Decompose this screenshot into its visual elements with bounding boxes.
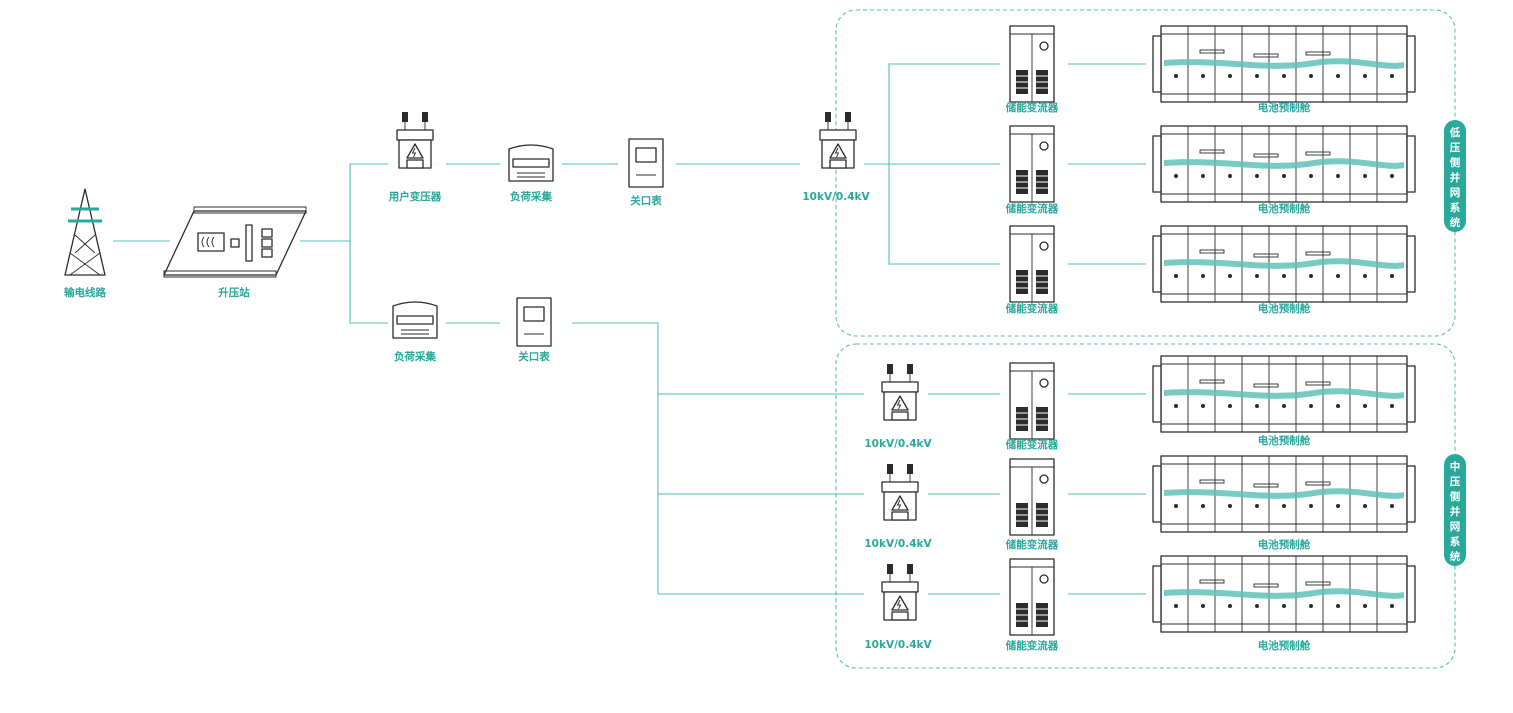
transformer-10kv-icon (819, 111, 857, 169)
pcs-icon (1009, 458, 1055, 536)
pcs-icon (1009, 558, 1055, 636)
power-line-tower-icon (64, 188, 106, 276)
low-voltage-group-border (835, 9, 1456, 337)
battery-cabin-label: 电池预制舱 (1258, 538, 1311, 551)
transformer-10kv-icon (881, 563, 919, 621)
battery-cabin-icon (1152, 455, 1416, 533)
medium-voltage-group-label: 中压侧并网系统 (1450, 460, 1461, 563)
battery-cabin-icon (1152, 225, 1416, 303)
pcs-label: 储能变流器 (1006, 101, 1059, 114)
gateway-meter-icon (516, 297, 552, 347)
transformer-10kv-icon (881, 463, 919, 521)
pcs-label: 储能变流器 (1006, 438, 1059, 451)
battery-cabin-label: 电池预制舱 (1258, 434, 1311, 447)
step-up-station-icon (163, 206, 307, 278)
battery-cabin-icon (1152, 555, 1416, 633)
battery-cabin-icon (1152, 125, 1416, 203)
gateway-meter-label: 关口表 (518, 350, 550, 363)
pcs-icon (1009, 225, 1055, 303)
user-transformer-label: 用户变压器 (388, 190, 442, 203)
battery-cabin-icon (1152, 355, 1416, 433)
load-collection-icon (392, 301, 438, 339)
transformer-10kv-label: 10kV/0.4kV (864, 538, 932, 550)
battery-cabin-label: 电池预制舱 (1258, 639, 1311, 652)
connection-lines (113, 63, 1146, 595)
pcs-icon (1009, 362, 1055, 440)
transformer-10kv-label: 10kV/0.4kV (864, 438, 932, 450)
pcs-label: 储能变流器 (1006, 639, 1059, 652)
pcs-label: 储能变流器 (1006, 302, 1059, 315)
power-line-label: 输电线路 (64, 286, 106, 299)
low-voltage-group-label: 低压侧并网系统 (1449, 126, 1461, 229)
pcs-label: 储能变流器 (1006, 538, 1059, 551)
battery-cabin-label: 电池预制舱 (1258, 101, 1311, 114)
low-voltage-group-tag (1444, 120, 1466, 232)
gateway-meter-icon (628, 138, 664, 188)
transformer-10kv-label: 10kV/0.4kV (864, 639, 932, 651)
gateway-meter-label: 关口表 (630, 194, 662, 207)
user-transformer-icon (396, 111, 434, 169)
battery-cabin-icon (1152, 25, 1416, 103)
step-up-station-label: 升压站 (218, 286, 250, 299)
load-collection-label: 负荷采集 (394, 350, 436, 363)
load-collection-label: 负荷采集 (510, 190, 552, 203)
battery-cabin-label: 电池预制舱 (1258, 202, 1311, 215)
battery-cabin-label: 电池预制舱 (1258, 302, 1311, 315)
transformer-10kv-label: 10kV/0.4kV (802, 191, 870, 203)
pcs-label: 储能变流器 (1006, 202, 1059, 215)
load-collection-icon (508, 144, 554, 182)
transformer-10kv-icon (881, 363, 919, 421)
pcs-icon (1009, 125, 1055, 203)
pcs-icon (1009, 25, 1055, 103)
medium-voltage-group-tag (1444, 454, 1466, 566)
